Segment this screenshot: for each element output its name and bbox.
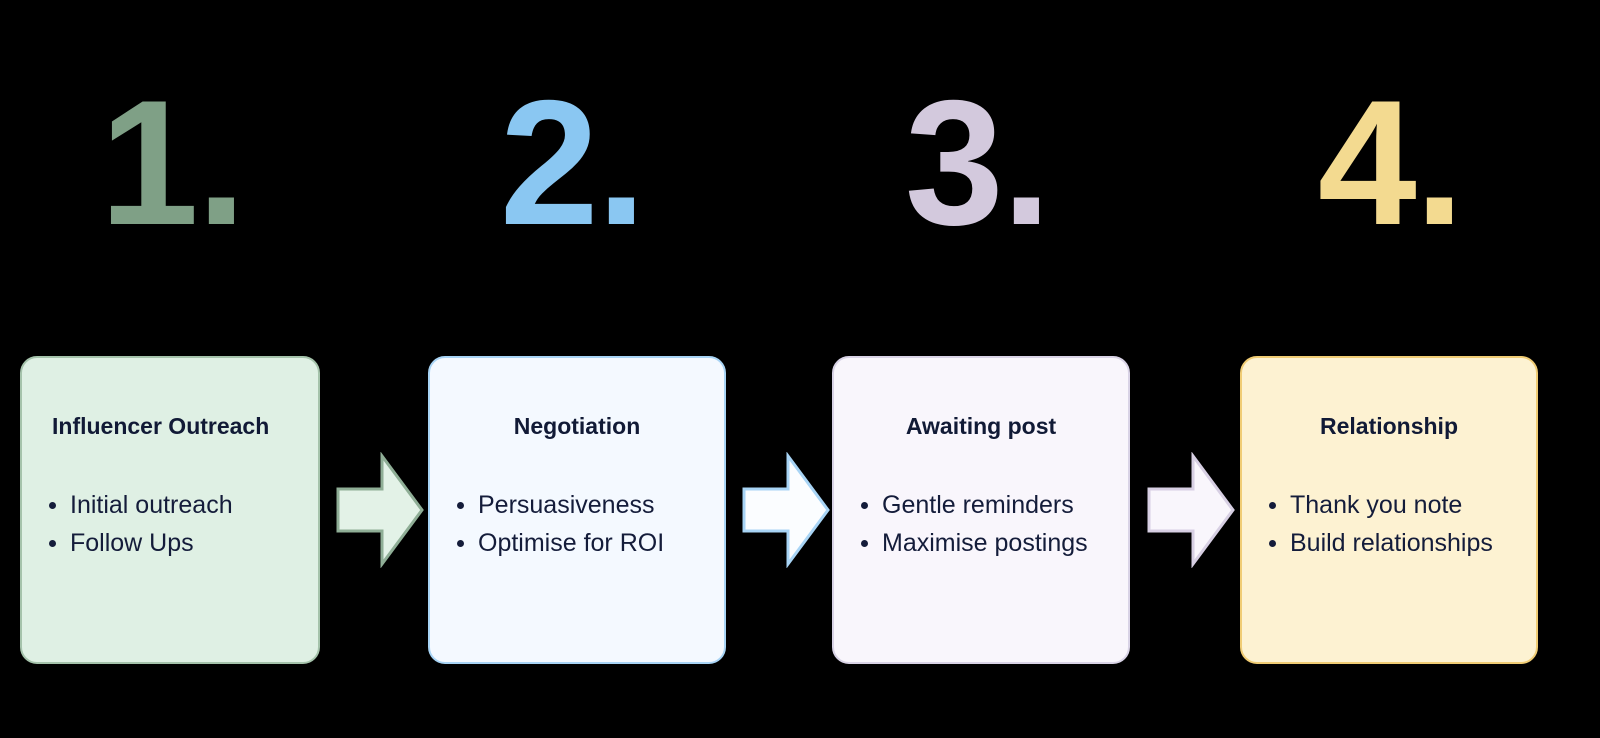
step-card-bullets: Thank you note Build relationships [1242,486,1536,562]
list-item-label: Persuasiveness [478,491,655,519]
step-card-influencer-outreach[interactable]: Influencer Outreach Initial outreach Fol… [20,356,320,664]
bullet-dot-icon [49,502,56,509]
connector-arrow-3 [1145,452,1237,568]
arrow-right-icon [742,452,830,568]
list-item-label: Build relationships [1290,529,1493,557]
list-item: Maximise postings [861,524,1118,562]
list-item: Optimise for ROI [457,524,714,562]
step-card-title: Influencer Outreach [52,413,270,439]
step-card-negotiation[interactable]: Negotiation Persuasiveness Optimise for … [428,356,726,664]
list-item: Initial outreach [49,486,308,524]
list-item-label: Maximise postings [882,529,1088,557]
step-card-title: Relationship [1319,413,1458,439]
step-card-relationship[interactable]: Relationship Thank you note Build relati… [1240,356,1538,664]
list-item: Thank you note [1269,486,1526,524]
step-number-1: 1. [99,63,246,262]
step-card-bullets: Persuasiveness Optimise for ROI [430,486,724,562]
connector-arrow-2 [740,452,832,568]
step-number-4: 4. [1317,63,1464,262]
step-number-3: 3. [904,63,1051,262]
arrow-right-icon [336,452,424,568]
step-card-awaiting-post[interactable]: Awaiting post Gentle reminders Maximise … [832,356,1130,664]
step-cards-row: Influencer Outreach Initial outreach Fol… [0,356,1600,668]
step-card-bullets: Gentle reminders Maximise postings [834,486,1128,562]
step-number-2: 2. [499,63,646,262]
step-card-title: Negotiation [513,413,641,439]
connector-arrow-1 [334,452,426,568]
list-item: Persuasiveness [457,486,714,524]
bullet-dot-icon [457,540,464,547]
bullet-dot-icon [861,540,868,547]
bullet-dot-icon [1269,540,1276,547]
step-card-title: Awaiting post [905,413,1057,439]
step-card-bullets: Initial outreach Follow Ups [22,486,318,562]
bullet-dot-icon [457,502,464,509]
list-item-label: Thank you note [1290,491,1463,519]
list-item: Gentle reminders [861,486,1118,524]
list-item-label: Gentle reminders [882,491,1074,519]
list-item: Follow Ups [49,524,308,562]
bullet-dot-icon [861,502,868,509]
bullet-dot-icon [1269,502,1276,509]
list-item-label: Optimise for ROI [478,529,665,557]
step-numbers-row: 1. 2. 3. 4. [0,0,1600,300]
bullet-dot-icon [49,540,56,547]
list-item: Build relationships [1269,524,1526,562]
list-item-label: Follow Ups [70,529,194,557]
list-item-label: Initial outreach [70,491,233,519]
arrow-right-icon [1147,452,1235,568]
